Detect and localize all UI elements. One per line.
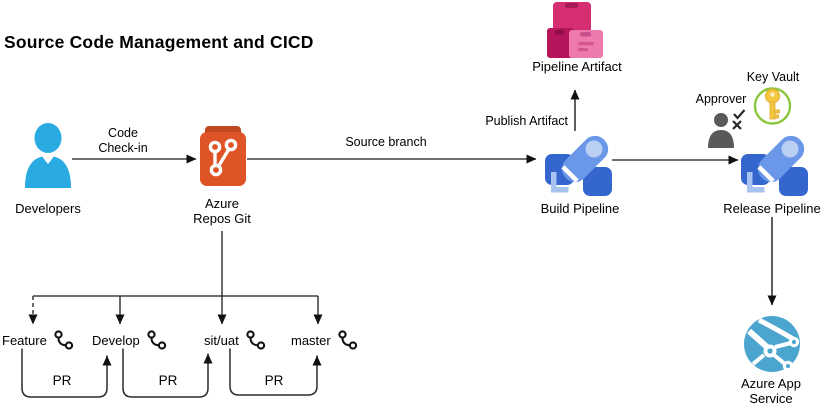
azure-app-service-icon [742,314,802,374]
pr-label-2: PR [158,373,178,388]
azure-repos-git-icon [198,126,248,188]
release-pipeline-icon [740,130,808,198]
branch-feature: Feature [2,330,75,351]
azure-app-service-label: Azure App Service [741,376,801,406]
page-title: Source Code Management and CICD [4,32,314,52]
pr-label-1: PR [52,373,72,388]
branch-master-label: master [291,333,331,348]
pr-label-3: PR [264,373,284,388]
azure-repos-git-label: Azure Repos Git [193,196,251,226]
approver-icon [707,105,749,149]
branch-feature-label: Feature [2,333,47,348]
key-vault-icon [752,85,793,126]
build-pipeline-label: Build Pipeline [540,201,620,216]
developers-icon [24,123,72,189]
branch-situat: sit/uat [204,330,267,351]
approver-label: Approver [695,92,747,106]
publish-artifact-label: Publish Artifact [485,114,568,128]
git-branch-icon [338,330,357,350]
branch-develop: Develop [92,330,168,351]
pipeline-artifact-label: Pipeline Artifact [532,59,622,74]
pipeline-artifact-icon [547,2,603,58]
code-checkin-label: Code Check-in [98,126,148,155]
branch-master: master [291,330,359,351]
git-branch-icon [246,330,265,350]
release-pipeline-label: Release Pipeline [723,201,821,216]
branch-develop-label: Develop [92,333,140,348]
build-pipeline-icon [544,130,612,198]
pr-arc-situat-to-master [229,348,322,396]
source-branch-label: Source branch [345,135,427,149]
key-vault-label: Key Vault [746,70,800,84]
git-branch-icon [147,330,166,350]
branch-situat-label: sit/uat [204,333,239,348]
developers-label: Developers [15,201,81,216]
git-branch-icon [54,330,73,350]
